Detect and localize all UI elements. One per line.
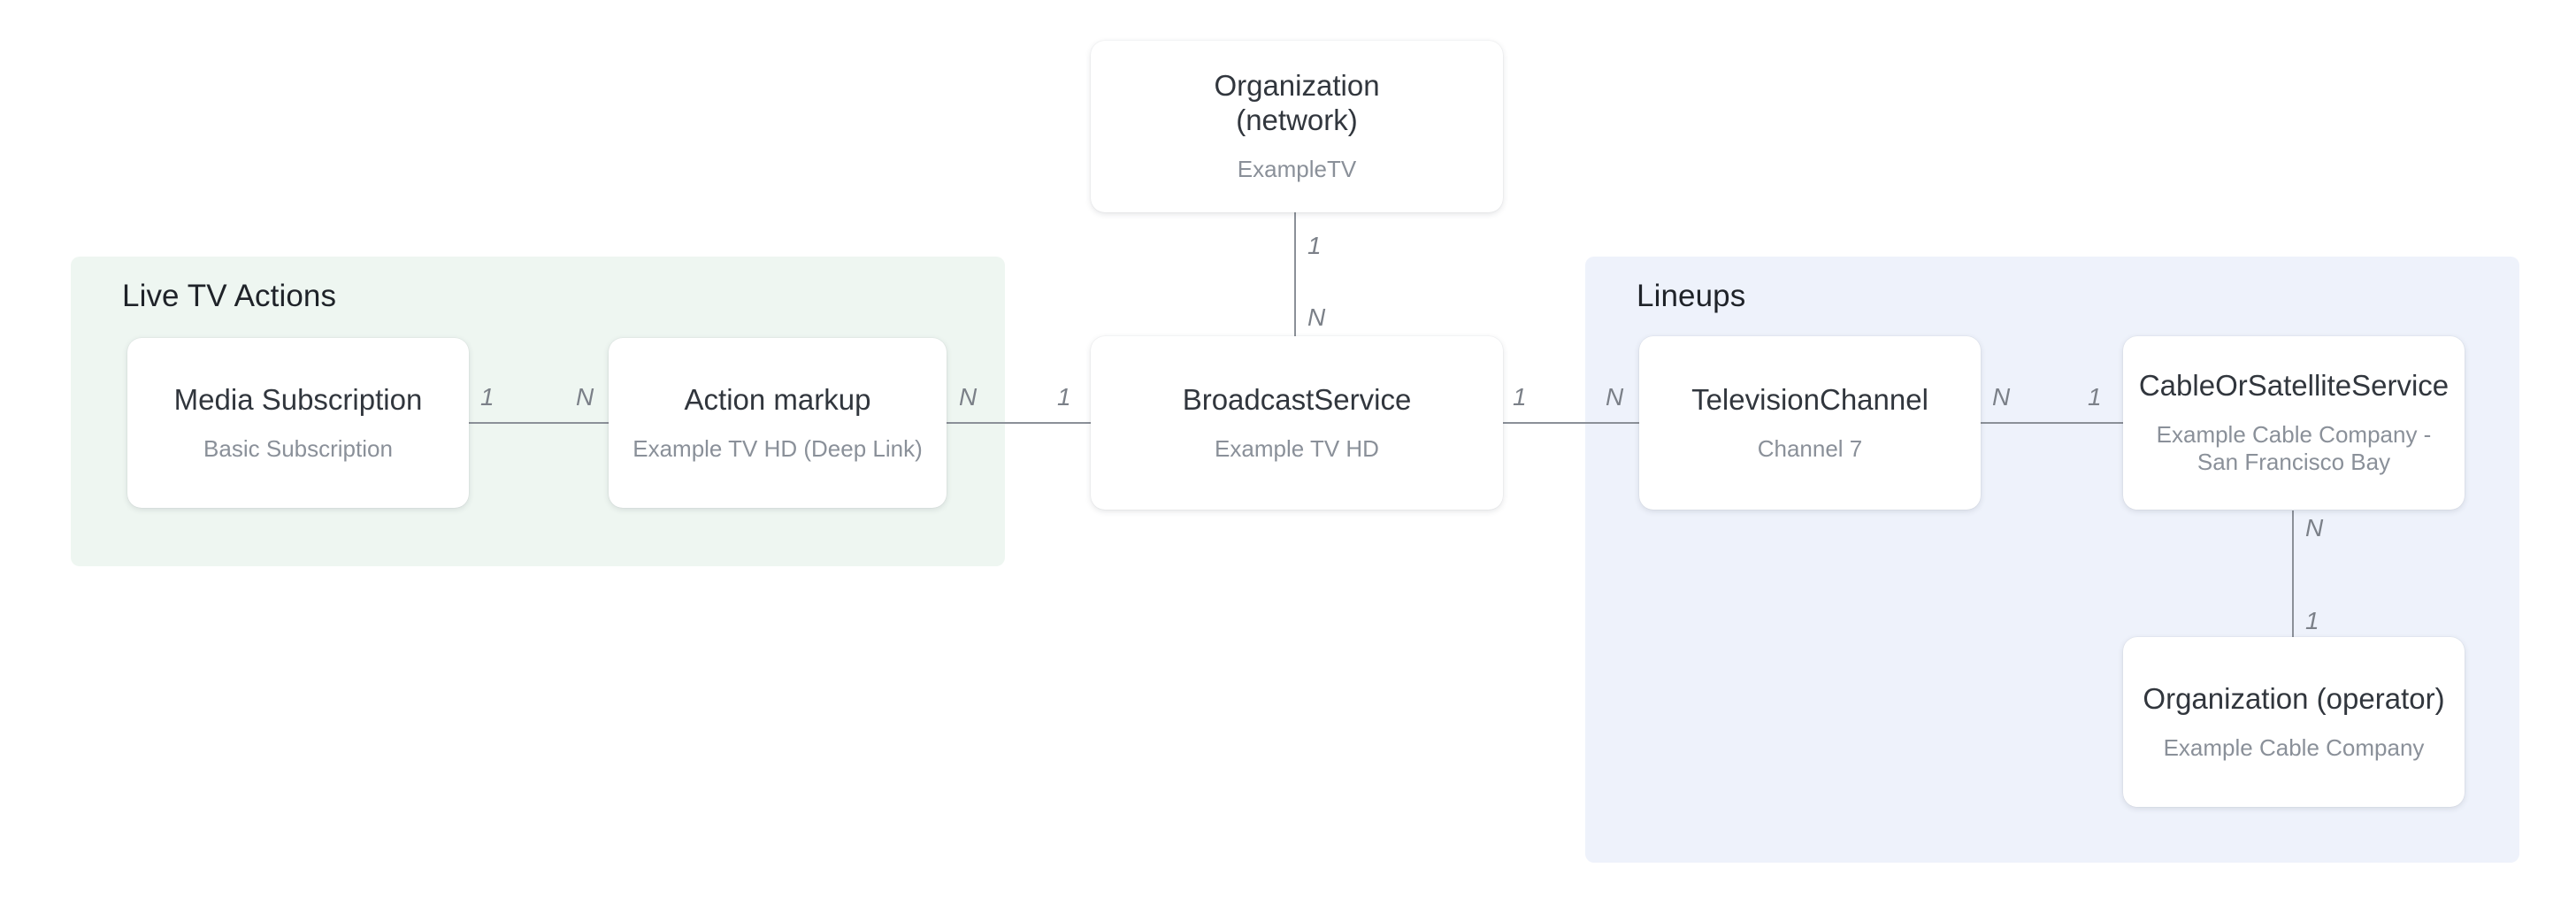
edge-cardinality-cable-or-satellite-service-1-left: 1 [2088, 383, 2102, 411]
node-cable-or-satellite-service[interactable]: CableOrSatelliteService Example Cable Co… [2123, 336, 2465, 510]
node-subtitle-media-subscription: Basic Subscription [203, 434, 393, 462]
node-subtitle-organization-operator: Example Cable Company [2163, 733, 2425, 761]
edge-cardinality-television-channel-n-left: N [1606, 383, 1624, 411]
node-subtitle-broadcast-service: Example TV HD [1215, 434, 1379, 462]
node-media-subscription[interactable]: Media Subscription Basic Subscription [127, 338, 469, 508]
edge-line-television-channel-to-cable-or-satellite-service [1980, 422, 2125, 424]
edge-line-broadcast-service-to-television-channel [1501, 422, 1639, 424]
node-television-channel[interactable]: TelevisionChannel Channel 7 [1639, 336, 1981, 510]
edge-cardinality-broadcast-service-1-right: 1 [1513, 383, 1527, 411]
edge-cardinality-organization-network-1: 1 [1307, 232, 1322, 259]
node-subtitle-television-channel: Channel 7 [1757, 434, 1863, 462]
group-title-live-tv-actions: Live TV Actions [122, 279, 337, 313]
edge-cardinality-media-subscription-1: 1 [480, 383, 494, 411]
group-title-lineups: Lineups [1637, 279, 1746, 313]
node-title-media-subscription: Media Subscription [173, 382, 423, 416]
node-title-cable-or-satellite-service: CableOrSatelliteService [2138, 369, 2450, 403]
node-title-organization-network: Organization (network) [1214, 69, 1380, 137]
edge-cardinality-broadcast-service-n-top: N [1307, 303, 1326, 331]
edge-cardinality-television-channel-n-right: N [1992, 383, 2011, 411]
edge-line-media-subscription-to-action-markup [467, 422, 609, 424]
edge-cardinality-organization-operator-1: 1 [2305, 607, 2319, 634]
node-action-markup[interactable]: Action markup Example TV HD (Deep Link) [609, 338, 947, 508]
edge-cardinality-broadcast-service-1-left: 1 [1057, 383, 1071, 411]
edge-line-action-markup-to-broadcast-service [947, 422, 1092, 424]
node-subtitle-action-markup: Example TV HD (Deep Link) [632, 434, 923, 462]
node-subtitle-organization-network: ExampleTV [1237, 156, 1357, 183]
node-title-action-markup: Action markup [684, 382, 871, 416]
node-organization-operator[interactable]: Organization (operator) Example Cable Co… [2123, 637, 2465, 807]
edge-cardinality-action-markup-n-left: N [576, 383, 594, 411]
edge-line-organization-network-to-broadcast-service [1294, 212, 1296, 336]
edge-line-cable-or-satellite-service-to-organization-operator [2292, 511, 2294, 638]
edge-cardinality-action-markup-n-right: N [959, 383, 978, 411]
node-title-broadcast-service: BroadcastService [1182, 382, 1412, 416]
node-broadcast-service[interactable]: BroadcastService Example TV HD [1091, 336, 1503, 510]
node-title-organization-operator: Organization (operator) [2143, 681, 2445, 715]
node-title-television-channel: TelevisionChannel [1691, 382, 1928, 416]
edge-cardinality-cable-or-satellite-service-n-bottom: N [2305, 514, 2324, 541]
node-organization-network[interactable]: Organization (network) ExampleTV [1091, 41, 1503, 212]
node-subtitle-cable-or-satellite-service: Example Cable Company - San Francisco Ba… [2156, 421, 2432, 476]
